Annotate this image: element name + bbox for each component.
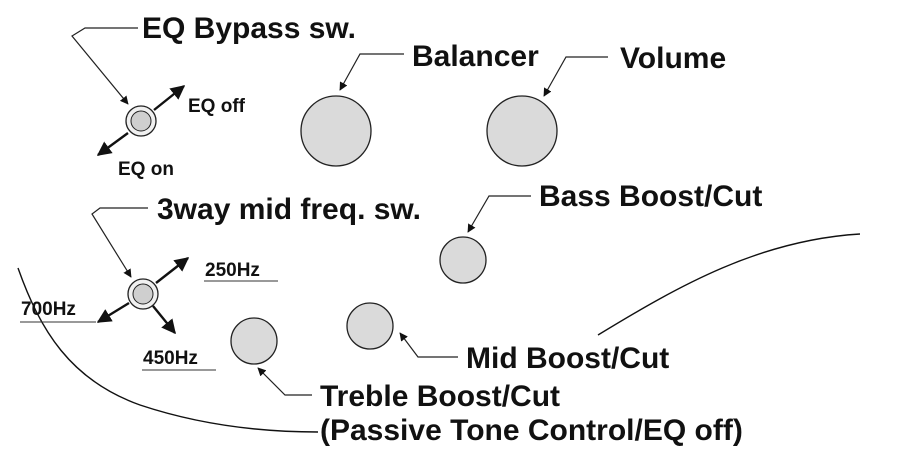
eq-on-arrow [96, 132, 129, 156]
eq-bypass-label: EQ Bypass sw. [142, 12, 356, 45]
volume-label: Volume [620, 42, 726, 75]
mid-freq-switch-label: 3way mid freq. sw. [157, 193, 421, 226]
hz700-arrow [96, 301, 130, 324]
treble-label: Treble Boost/Cut [320, 380, 560, 413]
eq-on-label: EQ on [118, 159, 174, 180]
body-edge-line [17, 267, 319, 433]
bass-leader [467, 195, 531, 233]
mid-leader [399, 332, 458, 358]
hz250-label: 250Hz [205, 260, 260, 281]
mid-knob [346, 302, 394, 350]
bass-label: Bass Boost/Cut [539, 180, 762, 213]
treble-knob [230, 317, 278, 365]
volume-leader [543, 56, 608, 97]
volume-knob [486, 95, 558, 167]
balancer-leader [339, 53, 404, 91]
eq-off-label: EQ off [188, 96, 246, 117]
bass-knob [439, 236, 487, 284]
treble-note-label: (Passive Tone Control/EQ off) [320, 414, 743, 447]
hz450-label: 450Hz [143, 348, 198, 369]
eq-bypass-leader [71, 27, 138, 105]
eq-off-arrow [153, 85, 186, 111]
treble-leader [257, 367, 312, 396]
hz700-label: 700Hz [21, 299, 76, 320]
hz250-arrow [155, 257, 190, 284]
mid-label: Mid Boost/Cut [466, 342, 669, 375]
mid-freq-switch [127, 278, 159, 310]
body-edge-line-right [597, 233, 861, 336]
balancer-knob [300, 95, 372, 167]
hz450-arrow [152, 305, 176, 335]
mid-freq-leader [91, 207, 148, 278]
eq-bypass-switch [125, 105, 157, 137]
balancer-label: Balancer [412, 40, 539, 73]
